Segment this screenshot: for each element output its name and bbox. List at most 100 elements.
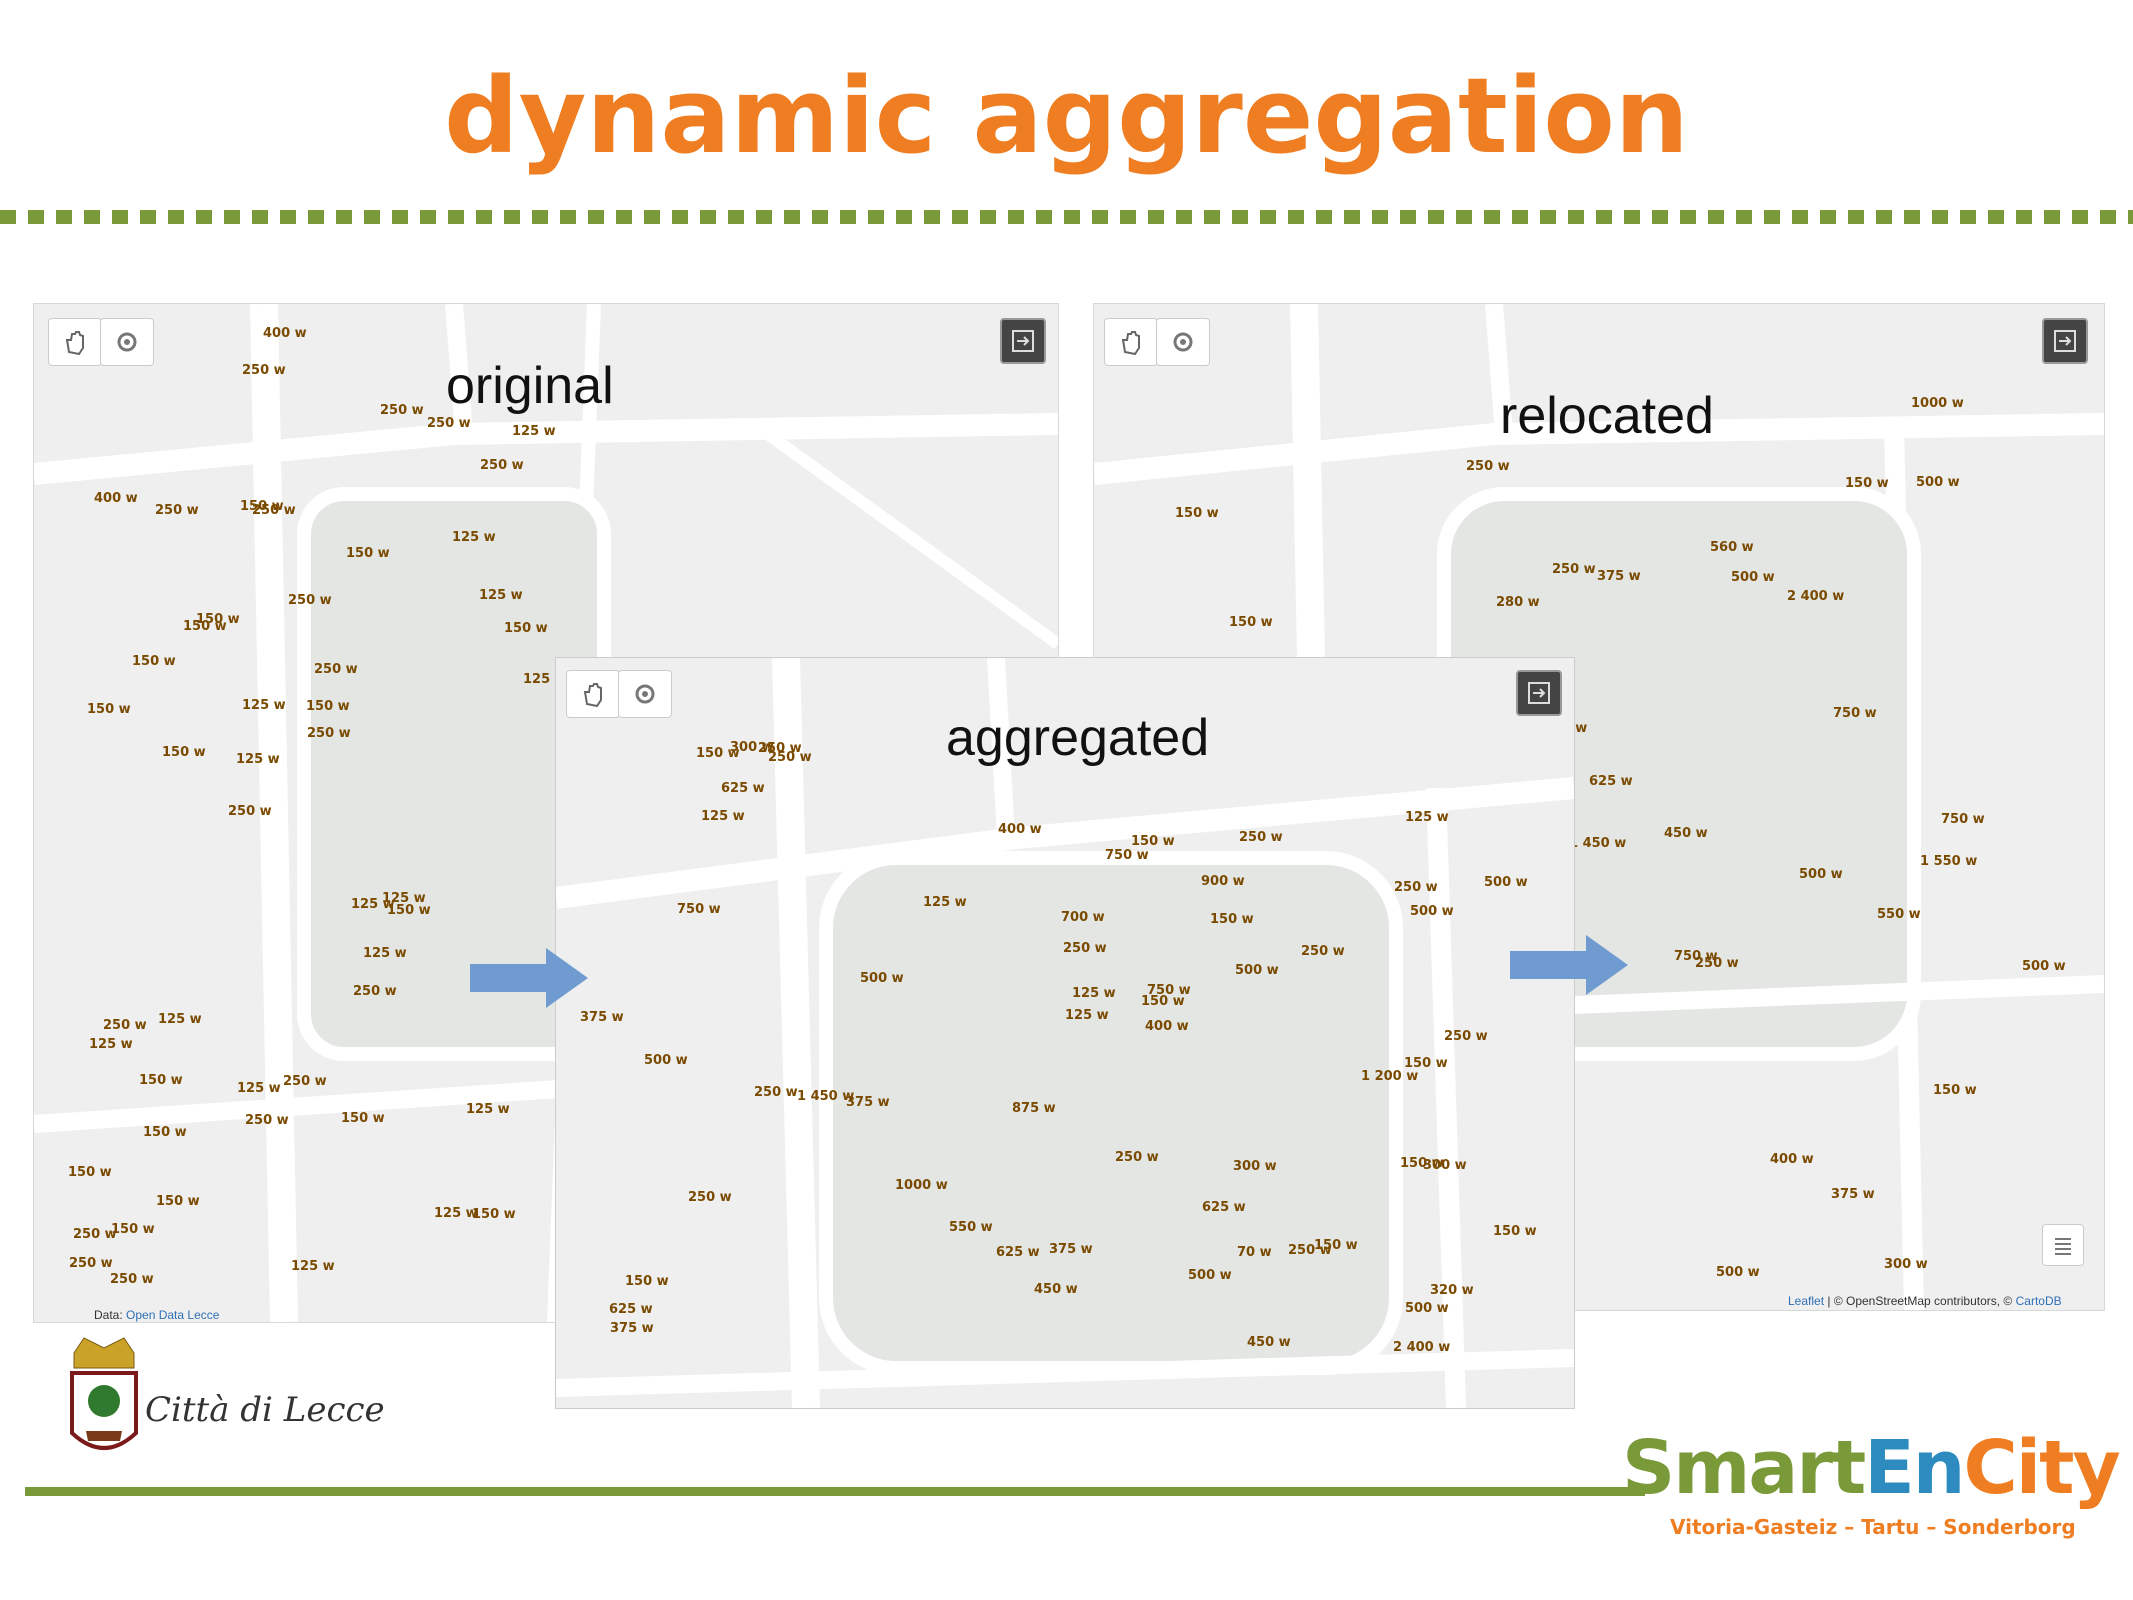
wattage-label: 250 w	[380, 403, 424, 418]
wattage-label: 400 w	[998, 822, 1042, 837]
wattage-label: 750 w	[1941, 812, 1985, 827]
open-data-lecce-link[interactable]: Open Data Lecce	[126, 1308, 220, 1322]
cartodb-link[interactable]: CartoDB	[2015, 1294, 2062, 1308]
wattage-label: 125 w	[351, 897, 395, 912]
wattage-label: 300 w	[1233, 1159, 1277, 1174]
expand-panel-button-relocated[interactable]	[2042, 318, 2088, 364]
wattage-label: 150 w	[1229, 615, 1273, 630]
wattage-label: 125 w	[1405, 810, 1449, 825]
wattage-label: 375 w	[846, 1095, 890, 1110]
wattage-label: 320 w	[1430, 1283, 1474, 1298]
wattage-label: 250 w	[480, 458, 524, 473]
settings-button-relocated[interactable]	[1156, 318, 1210, 366]
wattage-label: 400 w	[94, 491, 138, 506]
wattage-label: 625 w	[1589, 774, 1633, 789]
slide-title: dynamic aggregation	[444, 55, 1689, 177]
wattage-label: 125 w	[479, 588, 523, 603]
legend-list-icon	[2055, 1238, 2071, 1255]
expand-panel-button-aggregated[interactable]	[1516, 670, 1562, 716]
wattage-label: 375 w	[1597, 569, 1641, 584]
wattage-label: 150 w	[341, 1111, 385, 1126]
wattage-label: 250 w	[1552, 562, 1596, 577]
wattage-label: 250 w	[314, 662, 358, 677]
pan-hand-icon	[583, 683, 602, 708]
leaflet-link[interactable]: Leaflet	[1788, 1294, 1825, 1308]
wattage-label: 500 w	[1916, 475, 1960, 490]
wattage-label: 150 w	[132, 654, 176, 669]
wattage-label: 1 550 w	[1920, 854, 1978, 869]
settings-button-aggregated[interactable]	[618, 670, 672, 718]
wattage-label: 150 w	[183, 619, 227, 634]
wattage-label: 150 w	[472, 1207, 516, 1222]
wattage-label: 150 w	[1845, 476, 1889, 491]
wattage-label: 150 w	[143, 1125, 187, 1140]
pan-tool-button[interactable]	[48, 318, 102, 366]
wattage-label: 125 w	[452, 530, 496, 545]
wattage-label: 2 400 w	[1393, 1340, 1451, 1355]
wattage-label: 400 w	[1770, 1152, 1814, 1167]
settings-gear-icon	[1173, 332, 1193, 352]
wattage-label: 300 w	[1884, 1257, 1928, 1272]
wattage-label: 250 w	[288, 593, 332, 608]
wattage-label: 625 w	[721, 781, 765, 796]
map-original[interactable]: original Data: Open Data Lecce 150 w 150 …	[33, 303, 1059, 1323]
wattage-label: 750 w	[677, 902, 721, 917]
wattage-label: 550 w	[1877, 907, 1921, 922]
wattage-label: 375 w	[1831, 1187, 1875, 1202]
legend-button[interactable]	[2042, 1224, 2084, 1266]
wattage-label: 150 w	[1314, 1238, 1358, 1253]
wattage-label: 150 w	[1400, 1156, 1444, 1171]
wattage-label: 125 w	[89, 1037, 133, 1052]
wattage-label: 400 w	[263, 326, 307, 341]
wattage-label: 150 w	[1404, 1056, 1448, 1071]
wattage-label: 250 w	[307, 726, 351, 741]
wattage-label: 450 w	[1664, 826, 1708, 841]
wattage-label: 125 w	[158, 1012, 202, 1027]
wattage-label: 250 w	[245, 1113, 289, 1128]
wattage-label: 125 w	[701, 809, 745, 824]
wattage-label: 750 w	[1147, 983, 1191, 998]
pan-tool-button-relocated[interactable]	[1104, 318, 1158, 366]
map-original-attribution: Data: Open Data Lecce	[94, 1308, 220, 1322]
dotted-divider	[0, 210, 2133, 224]
wattage-label: 150 w	[1131, 834, 1175, 849]
city-name: Città di Lecce	[145, 1390, 385, 1430]
wattage-label: 250 w	[1115, 1150, 1159, 1165]
wattage-label: 125 w	[923, 895, 967, 910]
right-arrow-icon	[470, 948, 588, 1008]
expand-panel-button[interactable]	[1000, 318, 1046, 364]
right-arrow-icon	[1510, 935, 1628, 995]
wattage-label: 150 w	[87, 702, 131, 717]
wattage-label: 250 w	[1466, 459, 1510, 474]
pan-tool-button-aggregated[interactable]	[566, 670, 620, 718]
pan-hand-icon	[65, 331, 84, 356]
wattage-label: 125 w	[291, 1259, 335, 1274]
wattage-label: 125 w	[466, 1102, 510, 1117]
city-crest-icon	[70, 1337, 138, 1450]
wattage-label: 150 w	[1933, 1083, 1977, 1098]
map-aggregated[interactable]: aggregated 250 w 750 w 150 w 150 w 150 w 150 …	[555, 657, 1575, 1409]
wattage-label: 125 w	[242, 698, 286, 713]
wattage-label: 150 w	[156, 1194, 200, 1209]
map-original-title: original	[446, 357, 614, 415]
wattage-label: 125 w	[512, 424, 556, 439]
wattage-label: 500 w	[1716, 1265, 1760, 1280]
wattage-label: 875 w	[1012, 1101, 1056, 1116]
wattage-label: 500 w	[860, 971, 904, 986]
brand-tagline: Vitoria-Gasteiz – Tartu – Sonderborg	[1670, 1515, 2076, 1539]
wattage-label: 250 w	[758, 741, 802, 756]
wattage-label: 500 w	[1484, 875, 1528, 890]
wattage-label: 1000 w	[1911, 396, 1964, 411]
settings-button[interactable]	[100, 318, 154, 366]
map-aggregated-title: aggregated	[946, 709, 1210, 767]
map-relocated-title: relocated	[1500, 387, 1714, 445]
wattage-label: 560 w	[1710, 540, 1754, 555]
wattage-label: 2 400 w	[1787, 589, 1845, 604]
wattage-label: 1000 w	[895, 1178, 948, 1193]
wattage-label: 750 w	[1833, 706, 1877, 721]
wattage-label: 250 w	[1063, 941, 1107, 956]
wattage-label: 250 w	[1394, 880, 1438, 895]
wattage-label: 1 200 w	[1361, 1069, 1419, 1084]
wattage-label: 500 w	[1235, 963, 1279, 978]
wattage-label: 625 w	[1202, 1200, 1246, 1215]
